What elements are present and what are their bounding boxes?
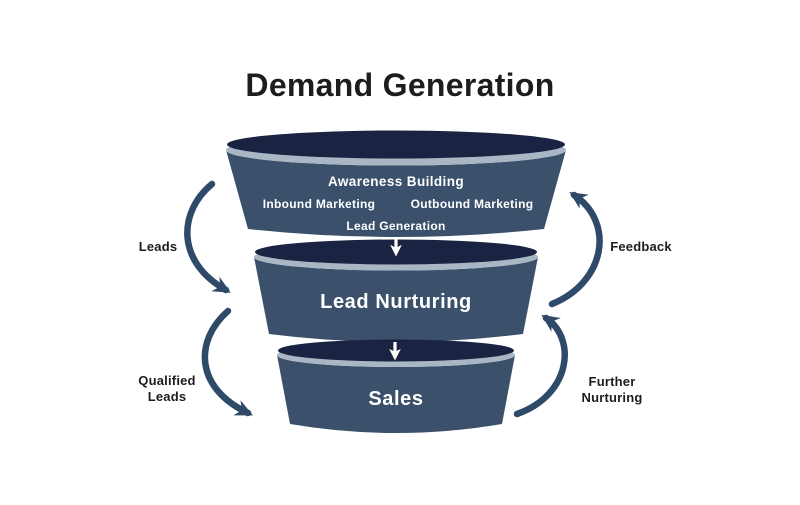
further-nurturing-arrow-icon xyxy=(513,314,568,418)
qualified-leads-arrow-icon xyxy=(201,307,254,417)
stage-body xyxy=(226,150,566,237)
funnel-stage-awareness: Awareness Building Inbound Marketing Out… xyxy=(226,130,566,237)
feedback-arrow-icon xyxy=(548,191,603,308)
label-feedback: Feedback xyxy=(610,239,672,254)
stage-heading-lead-nurturing: Lead Nurturing xyxy=(320,291,472,313)
stage-top-ellipse xyxy=(227,130,565,159)
label-qualified-leads-line1: Qualified xyxy=(138,373,195,388)
label-qualified-leads-line2: Leads xyxy=(148,389,187,404)
stage-heading-sales: Sales xyxy=(368,388,423,410)
stage-item-lead-generation: Lead Generation xyxy=(346,219,445,233)
stage-item-outbound-marketing: Outbound Marketing xyxy=(411,197,534,211)
label-further-nurturing-line2: Nurturing xyxy=(581,390,642,405)
stage-body xyxy=(254,257,538,342)
label-leads: Leads xyxy=(139,239,178,254)
stage-heading-awareness: Awareness Building xyxy=(328,174,464,189)
leads-arrow-icon xyxy=(184,180,231,294)
diagram-title: Demand Generation xyxy=(245,67,554,103)
funnel-stage-lead-nurturing: Lead Nurturing xyxy=(254,239,538,342)
label-further-nurturing-line1: Further xyxy=(589,374,636,389)
stage-body xyxy=(277,355,515,433)
stage-item-inbound-marketing: Inbound Marketing xyxy=(263,197,375,211)
